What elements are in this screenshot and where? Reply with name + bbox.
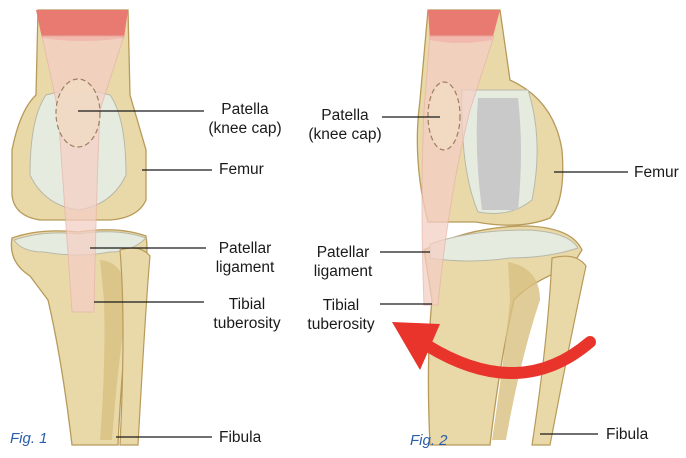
label-tuberosity-line2: tuberosity	[307, 315, 374, 334]
label-ligament-line1: Patellar	[216, 239, 275, 258]
label-tibial-tuberosity-fig2: Tibial tuberosity	[307, 296, 374, 334]
label-patella-fig2: Patella (knee cap)	[308, 106, 381, 144]
label-tuberosity-line2: tuberosity	[213, 314, 280, 333]
label-patellar-ligament-fig2: Patellar ligament	[314, 243, 373, 281]
figure1-anatomy	[11, 10, 150, 445]
label-fibula-fig1: Fibula	[219, 428, 261, 447]
label-patella-line2: (knee cap)	[308, 125, 381, 144]
label-patellar-ligament-fig1: Patellar ligament	[216, 239, 275, 277]
label-ligament-line2: ligament	[216, 258, 275, 277]
label-tuberosity-line1: Tibial	[213, 295, 280, 314]
label-femur-fig1: Femur	[219, 160, 264, 179]
label-tuberosity-line1: Tibial	[307, 296, 374, 315]
patella2	[428, 82, 460, 150]
label-patella-line1: Patella	[208, 100, 281, 119]
label-patella-fig1: Patella (knee cap)	[208, 100, 281, 138]
caption-fig2: Fig. 2	[410, 432, 448, 449]
label-ligament-line2: ligament	[314, 262, 373, 281]
label-fibula-fig2: Fibula	[606, 425, 648, 444]
label-ligament-line1: Patellar	[314, 243, 373, 262]
label-tibial-tuberosity-fig1: Tibial tuberosity	[213, 295, 280, 333]
femur2-groove	[477, 98, 521, 210]
label-patella-line1: Patella	[308, 106, 381, 125]
caption-fig1: Fig. 1	[10, 430, 48, 447]
figure2-anatomy	[392, 10, 590, 445]
label-femur-fig2: Femur	[634, 163, 679, 182]
fibula1	[120, 248, 150, 445]
label-patella-line2: (knee cap)	[208, 119, 281, 138]
patella1	[56, 79, 100, 147]
